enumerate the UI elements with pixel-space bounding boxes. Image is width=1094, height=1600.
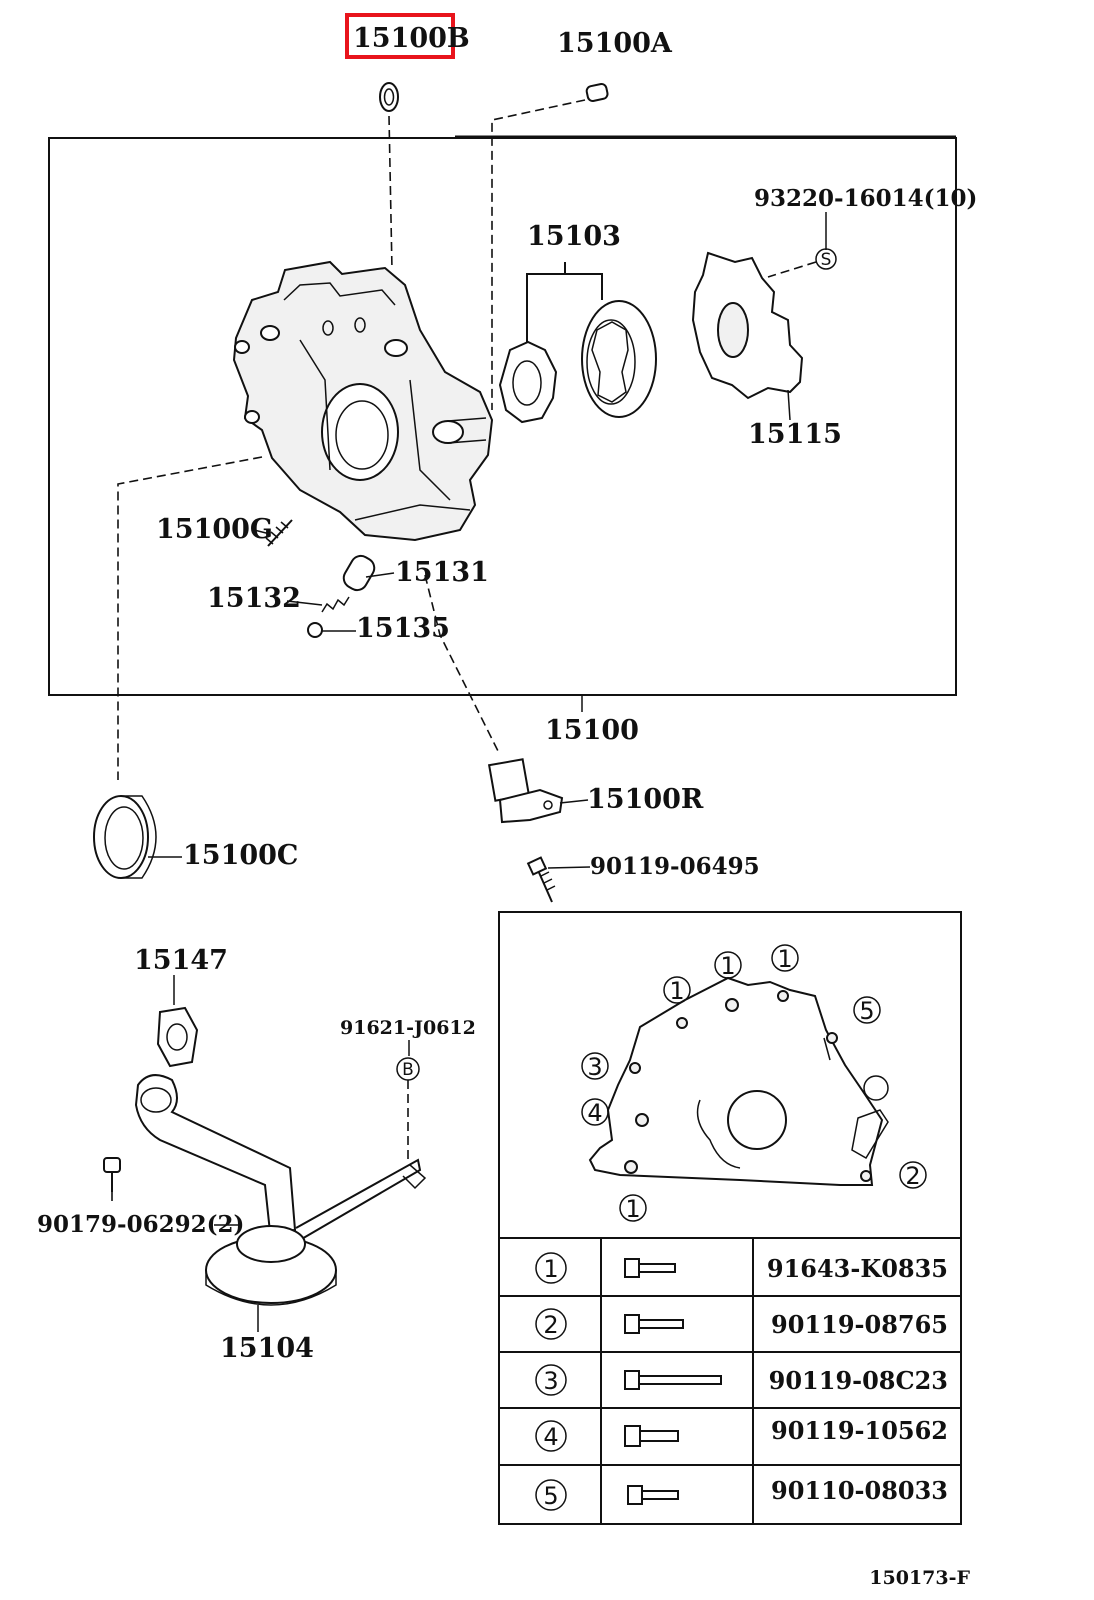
row-part-number[interactable]: 90119-10562: [771, 1416, 948, 1445]
row-number: 4: [543, 1423, 558, 1451]
bolt-icon: [624, 1425, 679, 1447]
label-15131[interactable]: 15131: [395, 557, 489, 588]
pin-15100A-part: [585, 83, 609, 102]
bolt-icon: [624, 1314, 684, 1334]
inset-marker-1c: 1: [771, 944, 799, 973]
label-15100B[interactable]: 15100B: [353, 23, 470, 54]
row-number-circle: [535, 1308, 567, 1340]
stud-15100G-part: [265, 519, 293, 547]
label-15147[interactable]: 15147: [134, 945, 228, 976]
leader-15132: [286, 600, 323, 606]
svg-text:2: 2: [905, 1162, 920, 1190]
label-15100A[interactable]: 15100A: [557, 28, 673, 59]
strainer-15104-part: [134, 1074, 427, 1306]
table-row: 3 90119-08C23: [535, 1364, 948, 1396]
diagram-code: 150173-F: [869, 1567, 970, 1589]
inner-rotor-15103-part: [498, 340, 558, 424]
svg-text:4: 4: [587, 1099, 602, 1127]
label-15100G[interactable]: 15100G: [156, 514, 273, 545]
pump-cover-15115-part: [691, 251, 804, 400]
leader-15100G: [253, 529, 271, 535]
row-number-circle: [535, 1479, 567, 1511]
bolt-90119-06495-part: [526, 856, 556, 903]
label-15103[interactable]: 15103: [527, 221, 621, 252]
table-row: 5 90110-08033: [535, 1476, 948, 1511]
leader-15100R: [559, 799, 589, 804]
label-15135[interactable]: 15135: [356, 613, 450, 644]
oil-seal-15100C-part: [93, 795, 157, 879]
svg-text:1: 1: [777, 945, 792, 973]
valve-15131-part: [342, 554, 376, 592]
table-row: 4 90119-10562: [535, 1416, 948, 1452]
leader-to-sensor-15100R: [424, 574, 501, 756]
oil-pump-body-part: [232, 260, 494, 542]
highlight-box-15100B: [345, 13, 455, 59]
label-91621-J0612[interactable]: 91621-J0612: [340, 1017, 476, 1039]
row-number: 3: [543, 1367, 558, 1395]
svg-text:1: 1: [669, 977, 684, 1005]
row-number: 5: [543, 1482, 558, 1510]
b-mark-symbol: B: [402, 1060, 414, 1080]
outer-rotor-15103-part: [581, 300, 657, 418]
row-part-number[interactable]: 90119-08C23: [769, 1366, 948, 1395]
label-15100C[interactable]: 15100C: [183, 840, 298, 871]
svg-text:5: 5: [859, 997, 874, 1025]
row-number: 1: [543, 1255, 558, 1283]
leader-15131: [365, 572, 395, 578]
svg-text:1: 1: [625, 1195, 640, 1223]
leader-15115: [787, 389, 791, 421]
leader-15100B: [388, 115, 393, 271]
label-15100[interactable]: 15100: [545, 715, 639, 746]
label-15104[interactable]: 15104: [220, 1333, 314, 1364]
inset-marker-5: 5: [853, 996, 881, 1025]
bolt-table: [498, 1237, 962, 1525]
row-number-circle: [535, 1420, 567, 1452]
s-mark-circle: [815, 248, 837, 270]
leader-90119-06495: [547, 866, 591, 869]
inset-bolt-dots: [624, 990, 872, 1182]
bolt-icon: [624, 1258, 676, 1278]
row-part-number[interactable]: 91643-K0835: [767, 1254, 948, 1283]
label-93220-16014[interactable]: 93220-16014(10): [754, 185, 977, 212]
s-mark-symbol: S: [821, 250, 832, 270]
leader-15100A: [491, 99, 586, 410]
svg-text:3: 3: [587, 1053, 602, 1081]
label-15132[interactable]: 15132: [207, 583, 301, 614]
o-ring-15100B-part: [379, 82, 399, 112]
inset-pump-outline: [588, 976, 889, 1186]
bolt-icon: [624, 1370, 722, 1390]
sensor-15100R-part: [487, 758, 564, 824]
label-15115[interactable]: 15115: [748, 419, 842, 450]
leader-s-to-cover: [767, 261, 817, 278]
table-row: 2 90119-08765: [535, 1308, 948, 1340]
inset-marker-1a: 1: [663, 976, 691, 1005]
inset-marker-2: 2: [899, 1161, 927, 1190]
bolt-90179-06292-part: [103, 1157, 121, 1192]
table-row: 1 91643-K0835: [535, 1252, 948, 1284]
bolt-icon: [627, 1485, 679, 1505]
row-number: 2: [543, 1311, 558, 1339]
assembly-frame-15100: [48, 137, 957, 696]
label-15100R[interactable]: 15100R: [587, 784, 704, 815]
inset-marker-3: 3: [581, 1052, 609, 1081]
row-number-circle: [535, 1364, 567, 1396]
leader-to-seal-15100C: [117, 456, 263, 780]
spring-15132-part: [321, 596, 350, 613]
label-90119-06495[interactable]: 90119-06495: [590, 853, 760, 880]
row-part-number[interactable]: 90110-08033: [771, 1476, 948, 1505]
svg-text:1: 1: [720, 952, 735, 980]
row-part-number[interactable]: 90119-08765: [771, 1310, 948, 1339]
inset-marker-1b: 1: [714, 951, 742, 980]
label-90179-06292[interactable]: 90179-06292(2): [37, 1211, 244, 1238]
row-number-circle: [535, 1252, 567, 1284]
gasket-15147-part: [156, 1006, 199, 1068]
inset-marker-4: 4: [581, 1098, 609, 1127]
plug-15135-part: [307, 622, 323, 638]
inset-marker-1d: 1: [619, 1194, 647, 1223]
